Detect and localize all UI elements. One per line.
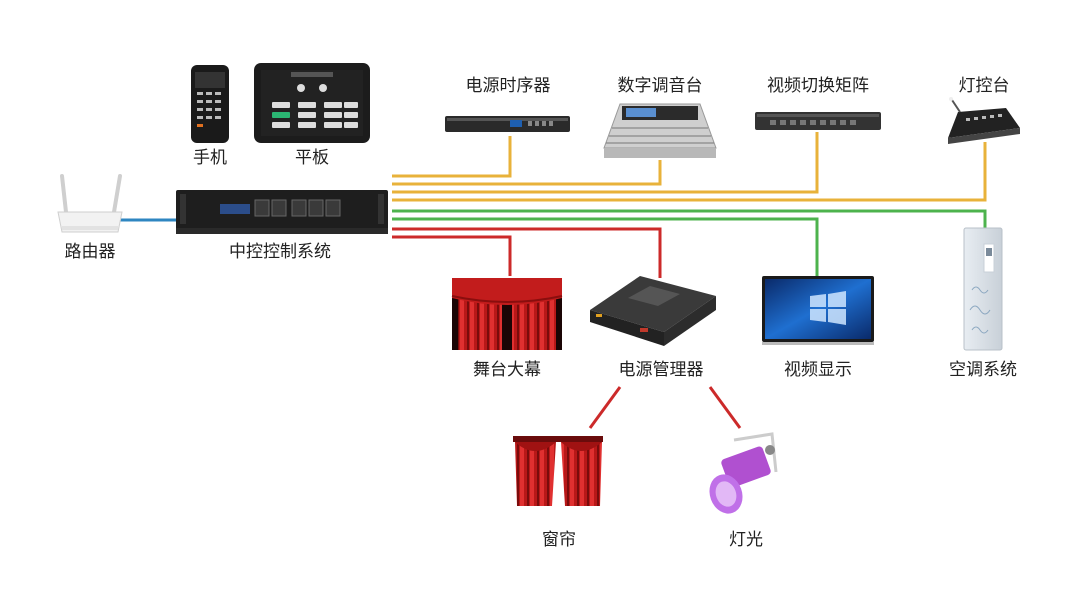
label-window-curtain: 窗帘: [542, 530, 576, 550]
line-ac-system: [392, 209, 987, 228]
router-device: [57, 174, 123, 233]
stage-light-device: [709, 432, 778, 514]
central-controller-device: [176, 190, 388, 234]
label-light-console: 灯控台: [958, 76, 1010, 96]
line-stage-curtain: [392, 235, 512, 276]
line-mixer: [392, 160, 662, 186]
label-video-matrix: 视频切换矩阵: [767, 76, 869, 96]
video-display-device: [762, 276, 874, 345]
power-manager-device: [590, 276, 716, 346]
light-console-device: [948, 97, 1020, 144]
connection-lines: [118, 132, 987, 429]
label-video-display: 视频显示: [784, 360, 852, 380]
window-curtain-device: [513, 436, 603, 506]
line-window-curtain: [588, 386, 622, 429]
label-stage-curtain: 舞台大幕: [473, 360, 541, 380]
stage-curtain-device: [451, 278, 563, 350]
label-ac-system: 空调系统: [949, 360, 1017, 380]
label-lighting: 灯光: [729, 530, 763, 550]
line-light-console: [392, 142, 987, 202]
line-video-display: [392, 217, 819, 276]
tablet-device: [254, 63, 370, 143]
line-power-manager: [392, 227, 662, 278]
label-router: 路由器: [64, 242, 116, 262]
label-power-manager: 电源管理器: [618, 360, 704, 380]
line-video-matrix: [392, 132, 819, 194]
ac-system-device: [963, 227, 1003, 351]
phone-device: [191, 65, 229, 143]
label-power-sequencer: 电源时序器: [465, 76, 551, 96]
label-tablet: 平板: [295, 148, 329, 168]
video-matrix-device: [755, 112, 881, 130]
label-phone: 手机: [193, 148, 227, 168]
mixer-device: [603, 103, 717, 158]
line-power-sequencer: [392, 136, 512, 178]
power-sequencer-device: [445, 116, 570, 132]
label-mixer: 数字调音台: [617, 76, 703, 96]
line-lighting: [708, 386, 742, 429]
label-controller: 中控控制系统: [229, 242, 331, 262]
